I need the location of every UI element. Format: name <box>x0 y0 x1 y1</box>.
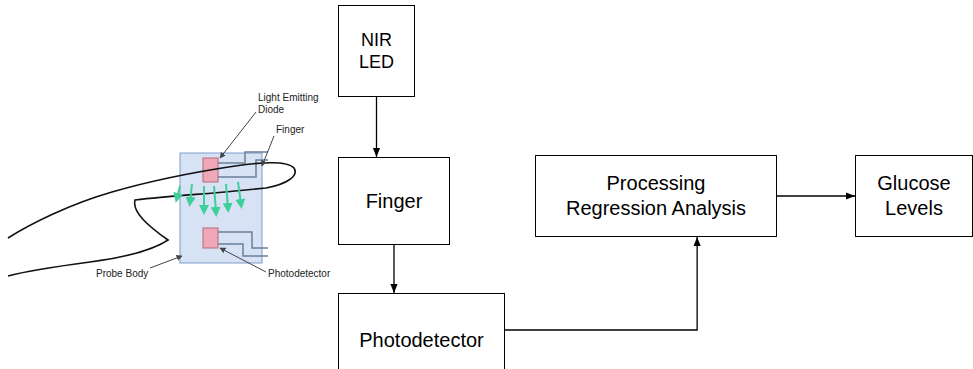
box-label: Finger <box>366 189 423 214</box>
process-box: Photodetector <box>338 293 505 369</box>
callout-label: Photodetector <box>268 268 348 280</box>
light-rays <box>177 182 241 212</box>
box-label: Processing Regression Analysis <box>556 171 756 221</box>
process-box: Finger <box>338 157 450 245</box>
box-label: Glucose Levels <box>864 171 964 221</box>
callout-label: Finger <box>276 124 326 136</box>
leader-lines <box>150 112 274 272</box>
probe-body <box>180 153 262 263</box>
flow-arrow <box>376 97 377 157</box>
callout-label: Probe Body <box>96 268 156 280</box>
callout-label: Light Emitting Diode <box>258 92 338 115</box>
process-box: Processing Regression Analysis <box>535 155 777 237</box>
box-label: Photodetector <box>359 328 484 353</box>
flow-arrow <box>505 237 697 330</box>
photodetector-element <box>203 228 218 248</box>
box-label: NIR LED <box>352 29 402 74</box>
output-box: Glucose Levels <box>855 155 973 237</box>
process-box: NIR LED <box>338 5 415 97</box>
photodetector-bracket <box>218 232 268 256</box>
hand-outline <box>8 163 295 276</box>
flow-arrow <box>393 245 394 293</box>
flow-arrow <box>777 195 855 196</box>
